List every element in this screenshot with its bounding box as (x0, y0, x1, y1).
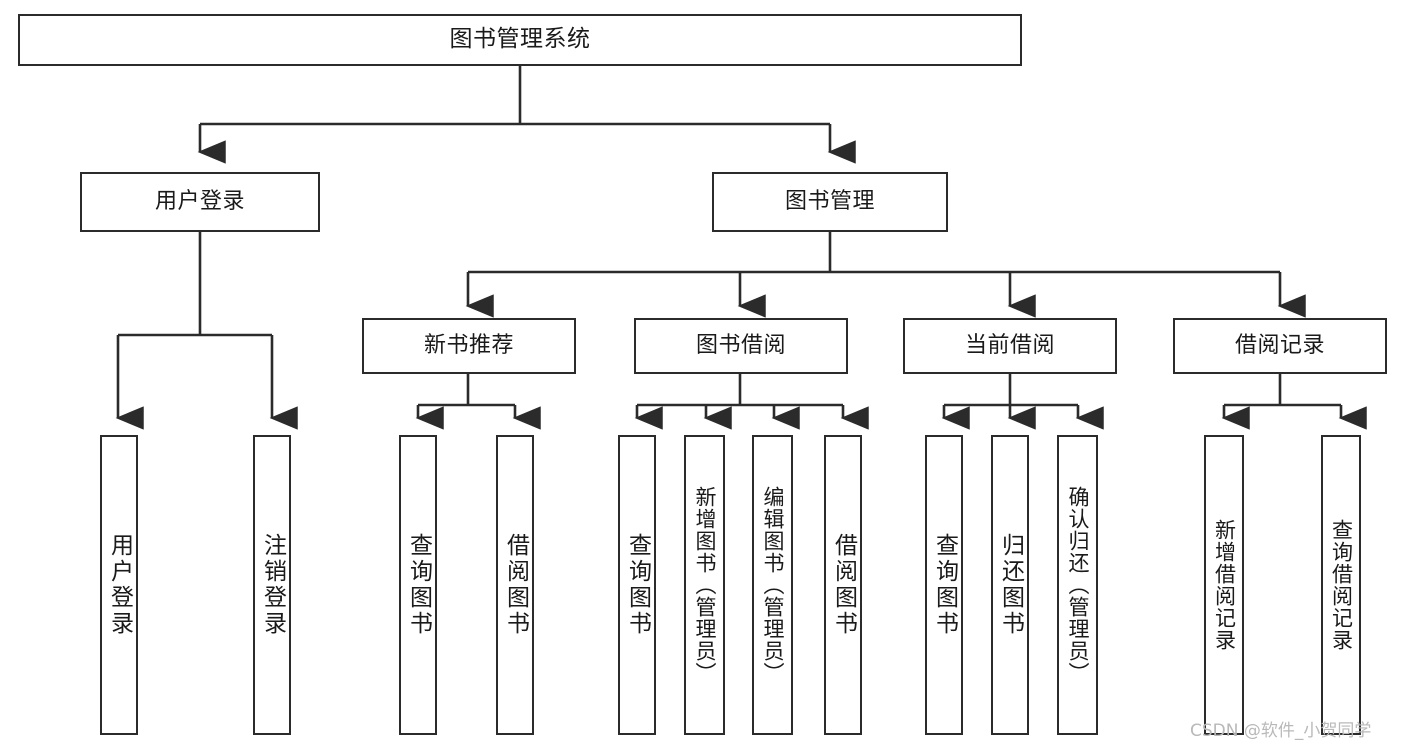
csdn-watermark: CSDN @软件_小贺同学 (1190, 721, 1372, 741)
node-label: 确认归还（管理员） (1066, 486, 1090, 684)
node-root-book-management-system[interactable]: 图书管理系统 (18, 14, 1022, 66)
node-label: 新增图书（管理员） (693, 486, 717, 684)
node-current-borrowing[interactable]: 当前借阅 (903, 318, 1117, 374)
node-label: 图书借阅 (695, 333, 786, 359)
node-leaf-return-book[interactable]: 归还图书 (991, 435, 1029, 735)
node-leaf-query-book-bo[interactable]: 查询图书 (618, 435, 656, 735)
node-label: 归还图书 (997, 533, 1024, 637)
node-label: 借阅图书 (830, 533, 857, 637)
node-label: 查询图书 (405, 533, 432, 637)
node-leaf-borrow-book-bo[interactable]: 借阅图书 (824, 435, 862, 735)
node-label: 查询图书 (931, 533, 958, 637)
node-leaf-add-book-admin[interactable]: 新增图书（管理员） (684, 435, 725, 735)
node-leaf-query-book-nb[interactable]: 查询图书 (399, 435, 437, 735)
node-user-login[interactable]: 用户登录 (80, 172, 320, 232)
node-label: 新书推荐 (423, 333, 514, 359)
node-label: 借阅记录 (1234, 333, 1325, 359)
node-label: 注销登录 (259, 533, 286, 637)
node-book-management[interactable]: 图书管理 (712, 172, 948, 232)
node-leaf-edit-book-admin[interactable]: 编辑图书（管理员） (752, 435, 793, 735)
node-label: 图书管理 (784, 189, 875, 215)
node-label: 编辑图书（管理员） (761, 486, 785, 684)
node-label: 用户登录 (106, 533, 133, 637)
node-label: 新增借阅记录 (1212, 519, 1237, 651)
node-label: 查询借阅记录 (1329, 519, 1354, 651)
node-leaf-user-login[interactable]: 用户登录 (100, 435, 138, 735)
node-label: 查询图书 (624, 533, 651, 637)
node-leaf-query-borrow-record[interactable]: 查询借阅记录 (1321, 435, 1361, 735)
node-leaf-borrow-book-nb[interactable]: 借阅图书 (496, 435, 534, 735)
node-label: 当前借阅 (964, 333, 1055, 359)
node-book-borrowing[interactable]: 图书借阅 (634, 318, 848, 374)
node-label: 用户登录 (154, 189, 245, 215)
node-label: 借阅图书 (502, 533, 529, 637)
node-leaf-query-book-cu[interactable]: 查询图书 (925, 435, 963, 735)
node-borrow-records[interactable]: 借阅记录 (1173, 318, 1387, 374)
node-leaf-logout[interactable]: 注销登录 (253, 435, 291, 735)
node-label: 图书管理系统 (449, 26, 591, 53)
node-leaf-confirm-return-admin[interactable]: 确认归还（管理员） (1057, 435, 1098, 735)
node-new-book-recommendation[interactable]: 新书推荐 (362, 318, 576, 374)
node-leaf-add-borrow-record[interactable]: 新增借阅记录 (1204, 435, 1244, 735)
